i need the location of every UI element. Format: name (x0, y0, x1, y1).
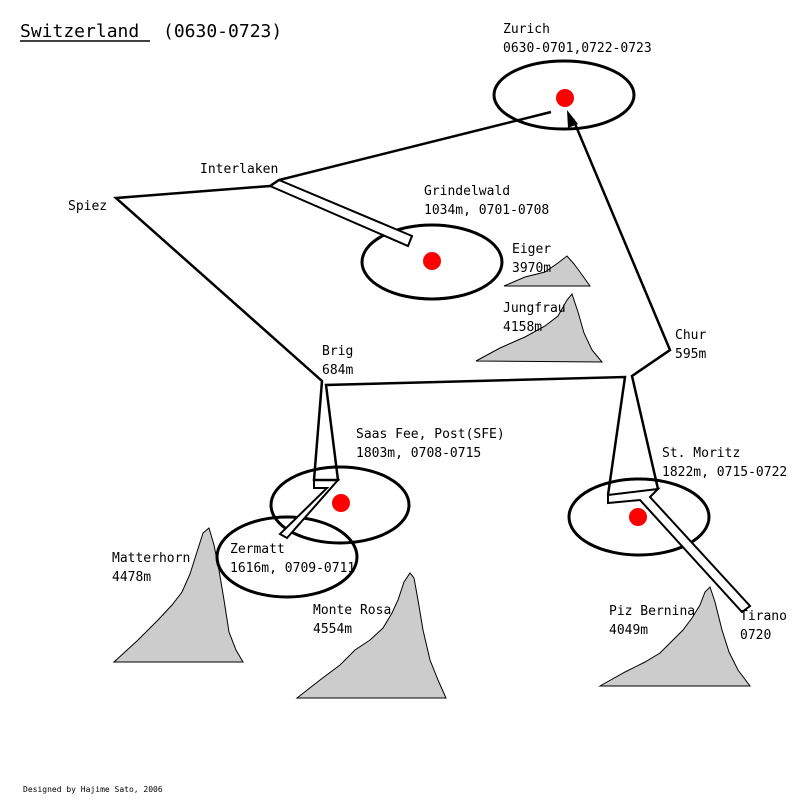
monte-rosa-height: 4554m (313, 622, 352, 637)
rail-interlaken-grindelwald (267, 178, 414, 248)
chur-name: Chur (675, 328, 706, 343)
main-route (112, 110, 627, 496)
matterhorn-name: Matterhorn (112, 551, 190, 566)
mountain-eiger-shape (503, 255, 591, 287)
credit-line: Designed by Hajime Sato, 2006 (23, 785, 163, 794)
saas-fee-zone (269, 465, 411, 545)
piz-bernina-height: 4049m (609, 623, 648, 638)
st-moritz-name: St. Moritz (662, 446, 740, 461)
saas-fee-info: 1803m, 0708-0715 (356, 446, 481, 461)
zurich-dot (556, 89, 574, 107)
st-moritz-zone (567, 477, 711, 557)
rail-st-moritz-tirano (607, 487, 752, 614)
mountain-monte-rosa-shape (295, 572, 447, 699)
saas-fee-name: Saas Fee, Post(SFE) (356, 427, 505, 442)
mountain-matterhorn-shape (112, 527, 244, 663)
eiger-name: Eiger (512, 242, 551, 257)
zurich-zone (492, 59, 636, 131)
mountain-jungfrau-shape (475, 292, 604, 363)
brig-name: Brig (322, 344, 353, 359)
monte-rosa-name: Monte Rosa (313, 603, 391, 618)
interlaken-name: Interlaken (200, 162, 278, 177)
grindelwald-name: Grindelwald (424, 184, 510, 199)
jungfrau-height: 4158m (503, 320, 542, 335)
zurich-name: Zurich (503, 22, 550, 37)
st-moritz-dot (629, 508, 647, 526)
tirano-date: 0720 (740, 628, 771, 643)
zermatt-info: 1616m, 0709-0711 (230, 561, 355, 576)
map-dates: (0630-0723) (163, 21, 282, 42)
chur-elevation: 595m (675, 347, 706, 362)
tirano-name: Tirano (740, 609, 787, 624)
grindelwald-dot (423, 252, 441, 270)
zurich-dates: 0630-0701,0722-0723 (503, 41, 652, 56)
rail-saas-fee-zermatt (278, 479, 341, 540)
jungfrau-name: Jungfrau (503, 301, 566, 316)
map-title: Switzerland (20, 21, 139, 42)
route-arrowhead (567, 110, 578, 128)
route-st-moritz-chur-zurich (571, 118, 672, 490)
matterhorn-height: 4478m (112, 570, 151, 585)
grindelwald-info: 1034m, 0701-0708 (424, 203, 549, 218)
spiez-name: Spiez (68, 199, 107, 214)
st-moritz-info: 1822m, 0715-0722 (662, 465, 787, 480)
zermatt-name: Zermatt (230, 542, 285, 557)
piz-bernina-name: Piz Bernina (609, 604, 695, 619)
mountain-piz-bernina-shape (598, 586, 751, 687)
brig-elevation: 684m (322, 363, 353, 378)
zermatt-zone (215, 515, 359, 599)
saas-fee-dot (332, 494, 350, 512)
eiger-height: 3970m (512, 261, 551, 276)
grindelwald-zone (360, 223, 504, 301)
